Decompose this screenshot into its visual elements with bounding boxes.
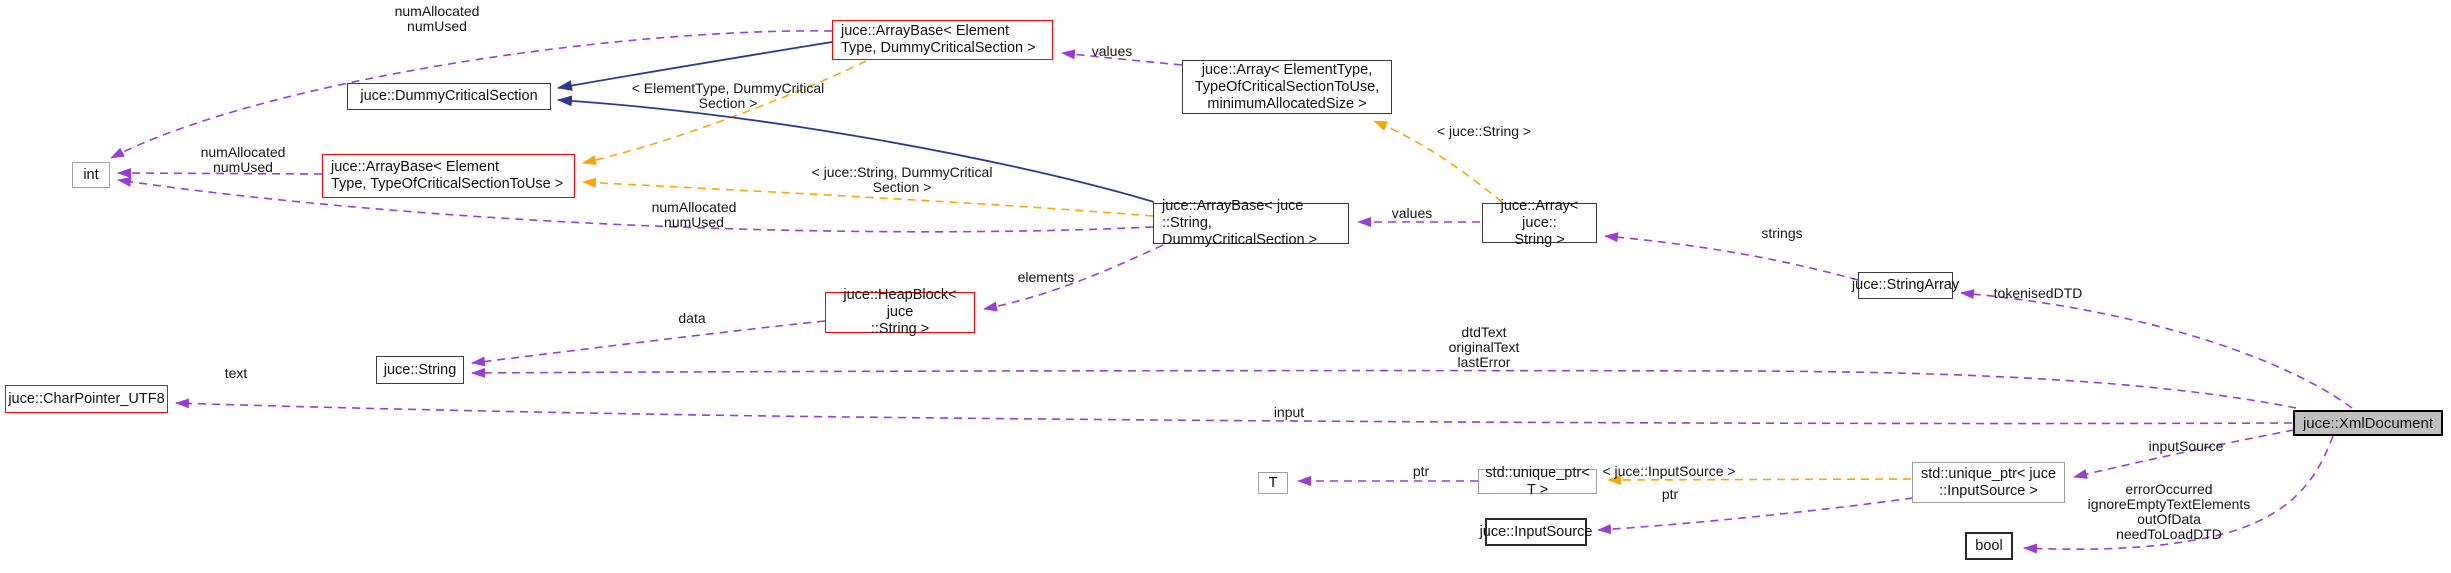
edge-elements bbox=[983, 244, 1164, 312]
label-dtdtext-group: dtdText originalText lastError bbox=[1448, 324, 1520, 370]
label-values-top: values bbox=[1091, 43, 1133, 59]
edge-strings bbox=[1604, 232, 1859, 281]
edge-errorflags-to-bool bbox=[2023, 435, 2334, 554]
edge-template-string bbox=[1373, 120, 1503, 203]
edge-data bbox=[471, 320, 826, 367]
edge-dtdtext bbox=[471, 367, 2297, 409]
edge-template-string-dummy bbox=[582, 177, 1154, 217]
edge-numused-arraybase-et-tocs-to-int bbox=[117, 168, 323, 179]
edge-inherit-arraybase-et-dcs bbox=[557, 41, 833, 91]
label-numallocated-top: numAllocated numUsed bbox=[394, 3, 480, 34]
label-error-flags: errorOccurred ignoreEmptyTextElements ou… bbox=[2087, 481, 2251, 542]
edge-tokeniseddtd bbox=[1960, 289, 2353, 409]
node-unique-ptr-inputsource: std::unique_ptr< juce ::InputSource > bbox=[1912, 462, 2065, 503]
edge-ptr-uniqueptr-inputsource bbox=[1597, 497, 1914, 535]
edge-input bbox=[175, 398, 2293, 425]
node-array-string[interactable]: juce::Array< juce:: String > bbox=[1482, 198, 1597, 248]
label-text: text bbox=[224, 365, 248, 381]
label-values-mid: values bbox=[1391, 205, 1433, 221]
node-t: T bbox=[1258, 472, 1288, 494]
node-bool: bool bbox=[1965, 532, 2013, 560]
label-numallocated-low: numAllocated numUsed bbox=[651, 199, 737, 230]
node-xmldocument: juce::XmlDocument bbox=[2293, 410, 2443, 436]
edge-inputsource bbox=[2073, 429, 2295, 479]
node-dummycriticalsection[interactable]: juce::DummyCriticalSection bbox=[347, 83, 551, 110]
node-array-elementtype[interactable]: juce::Array< ElementType, TypeOfCritical… bbox=[1182, 60, 1392, 114]
edge-template-inputsource bbox=[1607, 474, 1912, 485]
label-template-string: < juce::String > bbox=[1436, 123, 1532, 139]
node-int: int bbox=[72, 162, 110, 188]
label-template-inputsource: < juce::InputSource > bbox=[1602, 463, 1736, 479]
edge-inherit-arraybase-str-dcs bbox=[557, 95, 1155, 203]
label-template-string-dummy: < juce::String, DummyCritical Section > bbox=[811, 164, 993, 195]
node-arraybase-elementtype-dummycriticalsection[interactable]: juce::ArrayBase< Element Type, DummyCrit… bbox=[832, 20, 1053, 60]
label-inputsource: inputSource bbox=[2148, 438, 2224, 454]
node-charpointer-utf8[interactable]: juce::CharPointer_UTF8 bbox=[5, 385, 168, 413]
edge-values-array-et-to-arraybase bbox=[1061, 49, 1183, 66]
node-arraybase-elementtype-typeofcriticalsectiontouse[interactable]: juce::ArrayBase< Element Type, TypeOfCri… bbox=[322, 154, 575, 198]
label-template-elementtype-dummy: < ElementType, DummyCritical Section > bbox=[631, 80, 825, 111]
node-heapblock-string[interactable]: juce::HeapBlock< juce ::String > bbox=[825, 287, 975, 337]
label-data: data bbox=[678, 310, 706, 326]
edge-numused-arraybase-str-dcs-to-int bbox=[117, 176, 1154, 233]
node-string[interactable]: juce::String bbox=[376, 356, 464, 384]
label-ptr-2: ptr bbox=[1661, 486, 1679, 502]
label-strings: strings bbox=[1761, 225, 1803, 241]
node-unique-ptr-t: std::unique_ptr< T > bbox=[1478, 465, 1597, 498]
label-numallocated-mid: numAllocated numUsed bbox=[200, 144, 286, 175]
edge-template-elementtype-dummy bbox=[582, 60, 867, 166]
node-stringarray[interactable]: juce::StringArray bbox=[1852, 272, 1959, 299]
label-tokeniseddtd: tokenisedDTD bbox=[1993, 285, 2083, 301]
label-elements: elements bbox=[1017, 269, 1075, 285]
label-input: input bbox=[1273, 404, 1305, 420]
node-inputsource[interactable]: juce::InputSource bbox=[1480, 518, 1592, 546]
edge-numused-arraybase-et-dcs-to-int bbox=[110, 30, 833, 159]
node-arraybase-string-dummycriticalsection[interactable]: juce::ArrayBase< juce ::String, DummyCri… bbox=[1153, 198, 1349, 248]
label-ptr-1: ptr bbox=[1412, 463, 1430, 479]
